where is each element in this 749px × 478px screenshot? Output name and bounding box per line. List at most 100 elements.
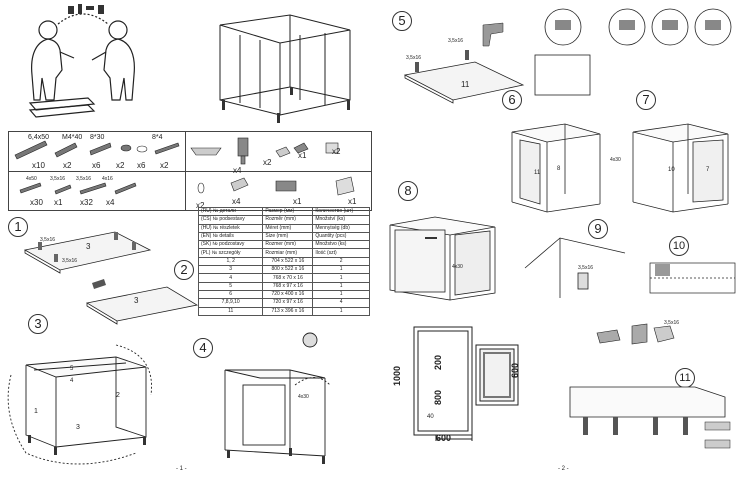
step-2-panel-label: 3 bbox=[134, 296, 139, 305]
part-count-6: x2 bbox=[160, 161, 169, 170]
part-count-9: x32 bbox=[80, 198, 93, 207]
fitting-count-6: x4 bbox=[232, 197, 241, 206]
fitting-count-7: x1 bbox=[293, 197, 302, 206]
dim-200: 200 bbox=[433, 354, 443, 370]
table-header-cell: Méret (mm) bbox=[262, 223, 314, 233]
dim-600-vertical: 600 bbox=[510, 362, 520, 378]
step-7-marker: 7 bbox=[636, 90, 656, 110]
fitting-count-8: x1 bbox=[348, 197, 357, 206]
table-cell: 704 x 522 x 16 bbox=[262, 256, 314, 267]
part-spec-2: M4*40 bbox=[62, 134, 83, 141]
part-count-4: x2 bbox=[116, 161, 125, 170]
table-cell: 1 bbox=[312, 265, 370, 275]
table-header-cell: Размер (мм) bbox=[262, 206, 314, 217]
table-cell: 6 bbox=[197, 289, 264, 300]
step-4-screw-label: 4x30 bbox=[298, 394, 309, 400]
door-dimension-drawing bbox=[413, 326, 519, 441]
table-cell: 713 x 396 x 16 bbox=[262, 306, 314, 316]
hinge-detail-illustration bbox=[534, 8, 732, 96]
hinge-screw-label: 3,5x16 bbox=[664, 320, 680, 326]
dim-1000: 1000 bbox=[392, 365, 402, 386]
table-header-cell: Ilość (szt) bbox=[312, 248, 370, 258]
page-number-left: - 1 - bbox=[176, 466, 187, 472]
step-6-screw-label: 4x30 bbox=[610, 157, 621, 163]
part-count-1: x10 bbox=[32, 161, 45, 170]
step-8-illustration bbox=[389, 216, 496, 301]
step-2-marker: 2 bbox=[174, 260, 194, 280]
step-3-illustration bbox=[7, 344, 153, 465]
table-header-cell: (PL) № szczegóły bbox=[197, 248, 264, 258]
table-cell: 1 bbox=[312, 306, 370, 316]
step-1-marker: 1 bbox=[8, 217, 28, 237]
table-cell: 768 x 70 x 16 bbox=[262, 273, 314, 283]
table-header-cell: Množství (ks) bbox=[312, 215, 370, 225]
step-5-screw-label-2: 3,5x16 bbox=[448, 38, 464, 44]
step-3-panel-4: 4 bbox=[70, 378, 74, 384]
step-3-panel-5: 5 bbox=[70, 366, 74, 372]
two-persons-illustration bbox=[28, 4, 135, 118]
step-5-illustration bbox=[403, 22, 525, 104]
table-cell: 11 bbox=[197, 306, 264, 316]
step-1-panel-label: 3 bbox=[86, 242, 91, 251]
part-spec-8: 3,5x16 bbox=[50, 176, 66, 182]
hinge-mount-detail bbox=[596, 323, 675, 345]
part-count-5: x6 bbox=[137, 161, 146, 170]
step-9-screw-label: 3,5x16 bbox=[578, 265, 594, 271]
step-4-marker: 4 bbox=[193, 338, 213, 358]
dim-40: 40 bbox=[427, 414, 434, 420]
table-cell: 720 x 400 x 16 bbox=[262, 289, 314, 300]
part-count-8: x1 bbox=[54, 198, 63, 207]
table-header-cell: Quantity (pcs) bbox=[312, 231, 370, 242]
step-8-screw-label: 4x30 bbox=[452, 264, 463, 270]
step-1-screw-label-2: 3,5x16 bbox=[62, 258, 78, 264]
step-8-marker: 8 bbox=[398, 181, 418, 201]
part-count-10: x4 bbox=[106, 198, 115, 207]
step-1-screw-label: 3,5x16 bbox=[40, 237, 56, 243]
table-cell: 1 bbox=[312, 281, 370, 291]
step-11-illustration bbox=[569, 386, 731, 449]
step-5-screw-label: 3,5x16 bbox=[406, 55, 422, 61]
parts-list-box bbox=[8, 131, 372, 211]
table-header-cell: Množstvo (ks) bbox=[312, 240, 370, 250]
parts-hardware-icons bbox=[14, 140, 180, 195]
step-6-marker: 6 bbox=[502, 90, 522, 110]
table-cell: 3 bbox=[197, 265, 264, 275]
step-3-marker: 3 bbox=[28, 314, 48, 334]
dim-800: 800 bbox=[433, 389, 443, 405]
table-header-cell: Rozmiar (mm) bbox=[262, 248, 314, 258]
part-spec-9: 3,5x16 bbox=[76, 176, 92, 182]
table-cell: 720 x 97 x 16 bbox=[262, 298, 314, 308]
step-3-panel-1: 1 bbox=[34, 408, 38, 415]
page-number-right: - 2 - bbox=[558, 466, 569, 472]
table-cell: 2 bbox=[312, 256, 370, 267]
step-1-illustration bbox=[23, 231, 152, 274]
part-count-7: x30 bbox=[30, 198, 43, 207]
table-cell: 7,8,9,10 bbox=[197, 298, 264, 308]
fitting-count-5: x2 bbox=[196, 201, 205, 210]
step-2-illustration bbox=[85, 279, 199, 325]
table-cell: 800 x 522 x 16 bbox=[262, 265, 314, 275]
step-5-marker: 5 bbox=[392, 11, 412, 31]
step-7-illustration bbox=[632, 123, 729, 213]
table-header-cell: Size (mm) bbox=[262, 231, 314, 242]
part-count-3: x6 bbox=[92, 161, 101, 170]
table-header-cell: Rozmer (mm) bbox=[262, 240, 314, 250]
step-4-illustration bbox=[224, 332, 331, 464]
table-header-cell: (SK) № podzostavy bbox=[197, 240, 264, 250]
fitting-count-2: x2 bbox=[263, 158, 272, 167]
parts-fittings-icons bbox=[190, 137, 355, 196]
table-cell: 4 bbox=[197, 273, 264, 283]
table-cell: 1, 2 bbox=[197, 256, 264, 267]
fitting-count-1: x4 bbox=[233, 166, 242, 175]
